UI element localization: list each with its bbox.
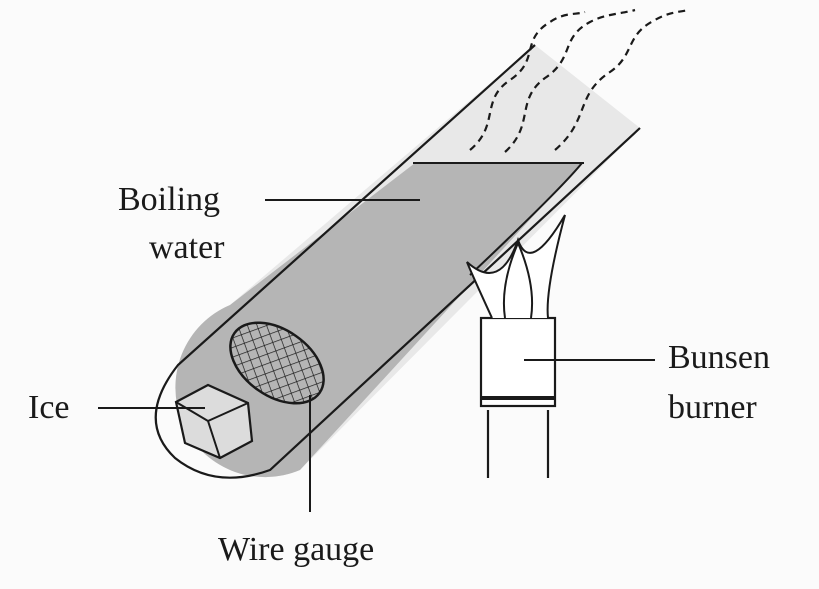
steam-line: [504, 8, 636, 153]
ice-label: Ice: [28, 389, 70, 426]
flame: [466, 214, 566, 319]
bunsen-burner: [479, 316, 557, 478]
steam-line: [554, 8, 691, 151]
steam-line: [469, 10, 586, 151]
bunsen-burner-label-line1: Bunsen: [668, 339, 770, 376]
ice-cube: [174, 383, 254, 460]
bunsen-burner-label-line2: burner: [668, 389, 757, 426]
wire-gauge: [229, 321, 325, 405]
test-tube-outline: [154, 44, 641, 479]
test-tube-lip: [469, 162, 583, 276]
boiling-water-label-line2: water: [149, 229, 225, 266]
boiling-water-label-line1: Boiling: [118, 181, 221, 218]
wire-gauge-label: Wire gauge: [218, 531, 375, 568]
